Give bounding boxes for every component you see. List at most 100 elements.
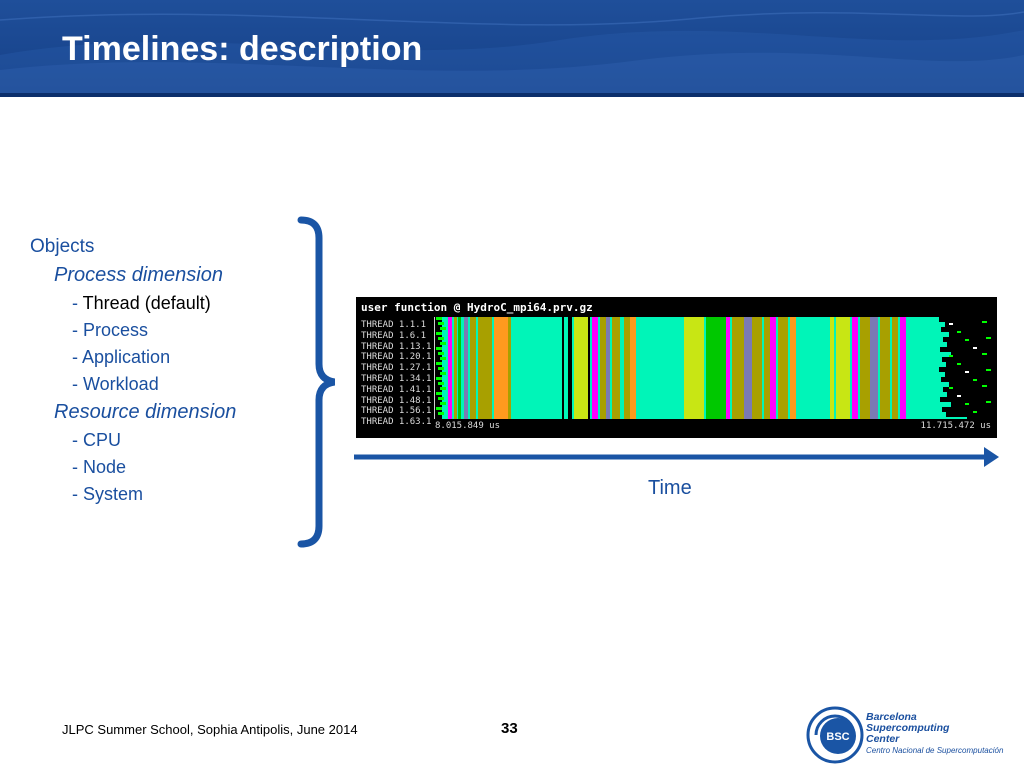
objects-heading: Objects — [30, 236, 95, 257]
timeline-segment — [852, 317, 858, 419]
timeline-segment — [508, 317, 511, 419]
timeline-segment — [830, 317, 834, 419]
objects-list: Objects Process dimension - Thread (defa… — [30, 232, 290, 508]
timeline-segment — [440, 342, 446, 345]
timeline-segment — [982, 321, 987, 323]
timeline-segment — [600, 317, 606, 419]
timeline-segment — [440, 402, 446, 405]
timeline-segment — [986, 369, 991, 371]
timeline-title: user function @ HydroC_mpi64.prv.gz — [361, 301, 593, 314]
time-start-label: 8.015.849 us — [435, 421, 501, 431]
timeline-segment — [568, 317, 572, 419]
timeline-segment — [562, 317, 564, 419]
timeline-segment — [478, 317, 492, 419]
list-dash: - — [72, 374, 83, 394]
timeline-segment — [942, 407, 994, 412]
timeline-segment — [836, 317, 850, 419]
timeline-segment — [945, 322, 994, 327]
timeline-segment — [498, 317, 508, 419]
timeline-segment — [438, 337, 444, 340]
thread-label: THREAD 1.27.1 — [361, 363, 432, 374]
timeline-segment — [438, 397, 444, 400]
timeline-segment — [973, 379, 977, 381]
timeline-segment — [946, 412, 994, 417]
timeline-segment — [732, 317, 744, 419]
timeline-segment — [949, 323, 953, 325]
timeline-segment — [892, 317, 898, 419]
timeline-segment — [438, 382, 444, 385]
timeline-segment — [436, 362, 442, 365]
timeline-segment — [606, 317, 610, 419]
timeline-segment — [494, 317, 498, 419]
timeline-segment — [624, 317, 630, 419]
logo-line-3: Center — [866, 733, 900, 745]
timeline-segment — [880, 317, 890, 419]
right-curly-brace — [297, 216, 335, 548]
thread-label: THREAD 1.63.1 — [361, 417, 432, 428]
paraver-timeline-window[interactable]: user function @ HydroC_mpi64.prv.gz THRE… — [356, 297, 997, 438]
list-item-text: Process — [83, 320, 149, 340]
thread-labels: THREAD 1.1.1 THREAD 1.6.1 THREAD 1.13.1 … — [361, 320, 433, 428]
list-dash: - — [72, 457, 83, 477]
thread-label: THREAD 1.20.1 — [361, 352, 432, 363]
list-dash: - — [72, 320, 83, 340]
timeline-segment — [458, 317, 461, 419]
timeline-segment — [744, 317, 752, 419]
logo-text: Barcelona Supercomputing Center Centro N… — [866, 712, 1003, 756]
timeline-segment — [942, 357, 994, 362]
bsc-logo: BSC Barcelona Supercomputing Center Cent… — [806, 706, 1021, 764]
thread-label: THREAD 1.1.1 — [361, 320, 427, 330]
page-number: 33 — [501, 720, 518, 737]
timeline-segment — [982, 353, 987, 355]
list-item-text: System — [83, 484, 144, 504]
timeline-segment — [986, 337, 991, 339]
time-end-label: 11.715.472 us — [920, 421, 991, 431]
timeline-segment — [436, 317, 442, 320]
timeline-segment — [973, 411, 977, 413]
header-wave-decoration — [0, 11, 1024, 93]
timeline-segment — [436, 377, 442, 380]
timeline-segment — [947, 342, 994, 347]
timeline-segment — [440, 387, 446, 390]
timeline-segment — [900, 317, 906, 419]
timeline-segment — [438, 352, 444, 355]
timeline-segment — [945, 372, 994, 377]
timeline-segment — [454, 317, 457, 419]
timeline-segment — [764, 317, 770, 419]
timeline-segment — [790, 317, 796, 419]
timeline-segment — [957, 363, 961, 365]
timeline-segment — [438, 412, 444, 415]
list-item: - Process — [30, 317, 290, 344]
timeline-segment — [947, 392, 994, 397]
timeline-segment — [986, 401, 991, 403]
timeline-segment — [612, 317, 620, 419]
resource-dimension-label: Resource dimension — [54, 401, 237, 423]
timeline-segment — [470, 317, 476, 419]
timeline-segment — [870, 317, 878, 419]
timeline-segment — [574, 317, 588, 419]
timeline-segment — [442, 317, 967, 419]
timeline-axis-line — [434, 317, 435, 419]
timeline-segment — [436, 407, 442, 410]
timeline-segment — [940, 347, 994, 352]
timeline-segment — [965, 371, 969, 373]
timeline-segment — [951, 352, 994, 357]
time-arrow — [354, 447, 999, 467]
timeline-segment — [770, 317, 776, 419]
timeline-segment — [940, 397, 994, 402]
list-item: - Workload — [30, 371, 290, 398]
timeline-segment — [692, 317, 704, 419]
logo-line-1: Barcelona — [866, 711, 917, 723]
timeline-segment — [941, 377, 994, 382]
timeline-segment — [982, 385, 987, 387]
timeline-segment — [588, 317, 590, 419]
thread-label: THREAD 1.13.1 — [361, 341, 432, 352]
timeline-segment — [957, 395, 961, 397]
timeline-segment — [949, 355, 953, 357]
timeline-segment — [440, 372, 446, 375]
timeline-plot[interactable] — [434, 317, 994, 419]
timeline-segment — [706, 317, 726, 419]
timeline-segment — [726, 317, 730, 419]
slide-header: Timelines: description — [0, 0, 1024, 93]
timeline-segment — [438, 367, 444, 370]
